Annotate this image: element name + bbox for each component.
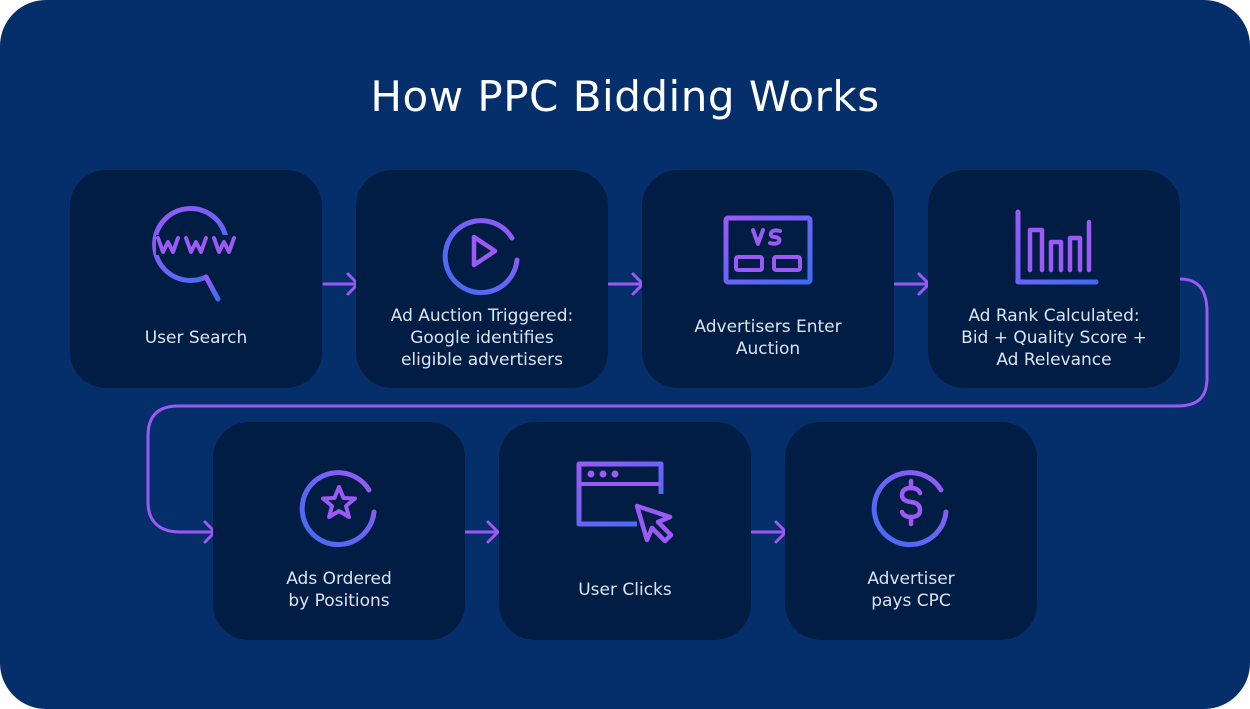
step-label: Advertisers Enter Auction <box>694 317 842 359</box>
browser-cursor-icon <box>576 461 674 544</box>
step-user-search: User Search <box>70 170 322 388</box>
wrap-connector <box>146 277 1209 534</box>
step-ad-rank-calculated: Ad Rank Calculated: Bid + Quality Score … <box>928 170 1180 388</box>
step-label: User Search <box>144 328 248 348</box>
arrow-step-3-to-4 <box>893 272 931 296</box>
step-ad-auction-triggered: Ad Auction Triggered: Google identifies … <box>356 170 608 388</box>
step-advertiser-pays-cpc: Advertiser pays CPC <box>785 422 1037 640</box>
step-label: Advertiser pays CPC <box>867 569 955 611</box>
step-label: Ads Ordered by Positions <box>286 569 392 611</box>
step-user-clicks: User Clicks <box>499 422 751 640</box>
arrow-step-6-to-7 <box>750 520 788 544</box>
step-ads-ordered-by-positions: Ads Ordered by Positions <box>213 422 465 640</box>
arrow-step-5-to-6 <box>462 520 500 544</box>
play-button-icon <box>442 218 520 296</box>
step-label: Ad Auction Triggered: Google identifies … <box>390 306 574 370</box>
diagram-title: How PPC Bidding Works <box>370 72 880 121</box>
bar-chart-icon <box>1015 209 1099 285</box>
step-advertisers-enter-auction: Advertisers Enter Auction <box>642 170 894 388</box>
step-label: User Clicks <box>578 580 672 600</box>
arrow-step-1-to-2 <box>322 272 360 296</box>
www-search-icon <box>152 205 244 302</box>
versus-screen-icon <box>723 215 813 285</box>
star-circle-icon <box>299 470 377 548</box>
dollar-coin-icon <box>871 470 949 548</box>
arrow-step-2-to-3 <box>607 272 645 296</box>
step-label: Ad Rank Calculated: Bid + Quality Score … <box>961 306 1147 370</box>
